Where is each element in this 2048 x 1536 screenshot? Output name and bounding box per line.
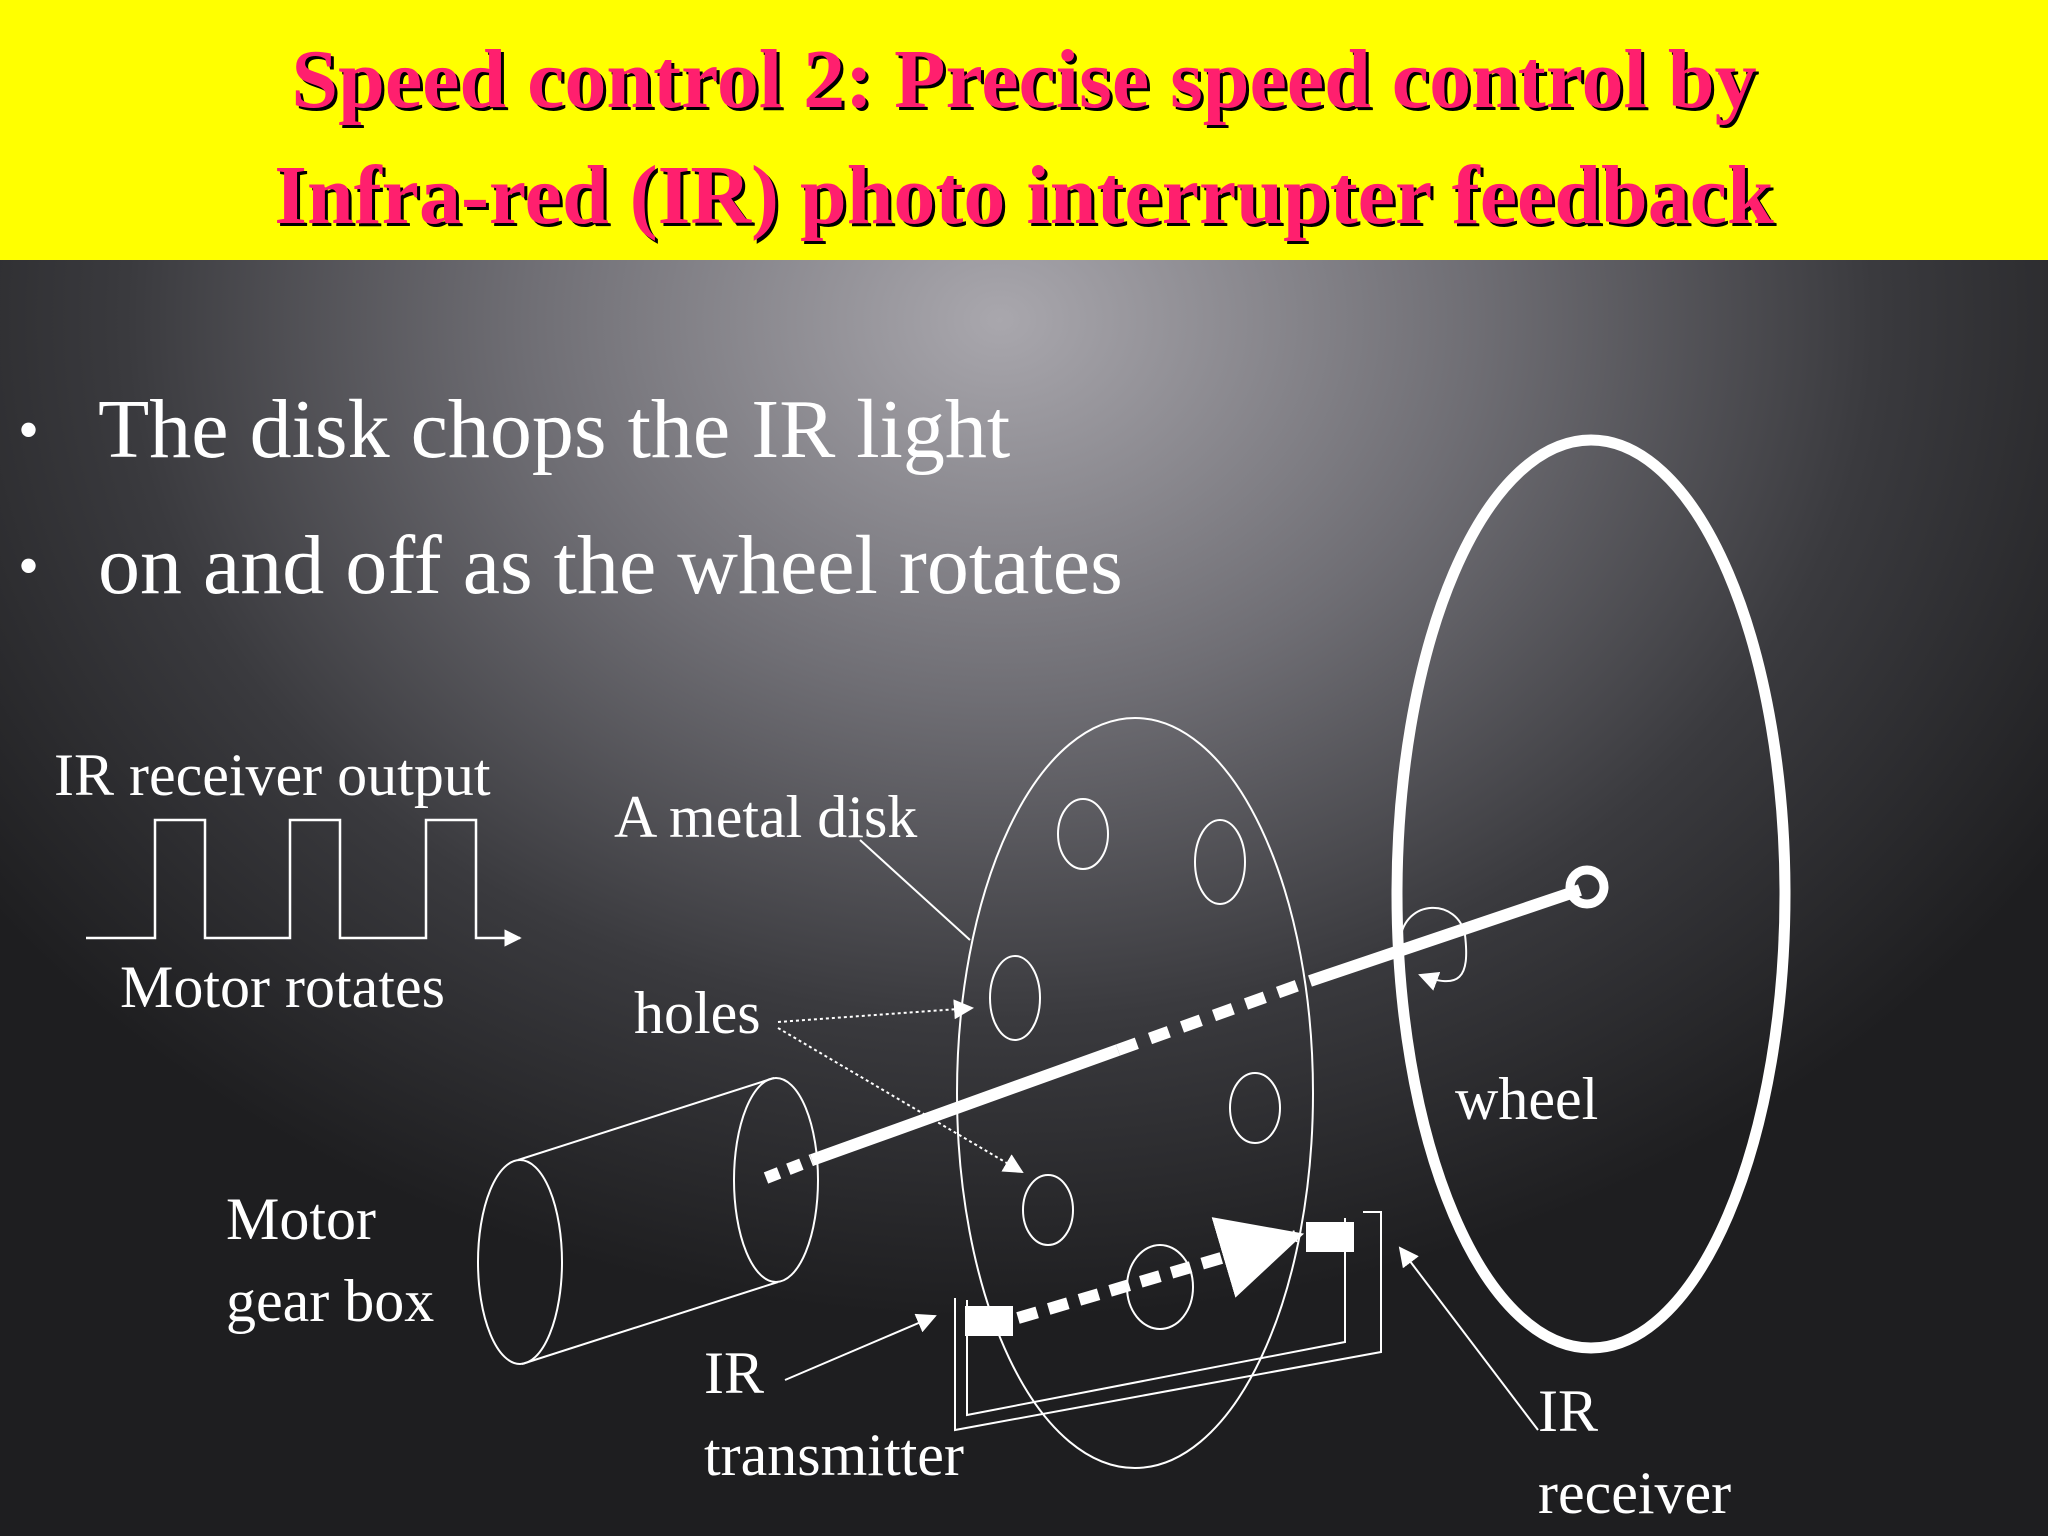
ir-transmitter-block xyxy=(965,1306,1013,1336)
slide-title-line-1: Speed control 2: Precise speed control b… xyxy=(291,33,1757,126)
bullet-item-2: • on and off as the wheel rotates xyxy=(18,518,1123,614)
holes-pointer-1 xyxy=(777,999,974,1023)
metal-disk-ellipse xyxy=(956,717,1314,1469)
wheel-label: wheel xyxy=(1455,1066,1599,1132)
ir-receiver-output-label: IR receiver output xyxy=(54,742,491,808)
bullet-text-1: The disk chops the IR light xyxy=(98,383,1011,476)
metal-disk-label: A metal disk xyxy=(614,784,918,850)
ir-transmitter-pointer xyxy=(784,1313,937,1381)
ir-receiver-label-line-1: IR xyxy=(1538,1378,1598,1444)
slide-title-line-2: Infra-red (IR) photo interrupter feedbac… xyxy=(274,149,1774,242)
title-bar: Speed control 2: Precise speed control b… xyxy=(0,0,2048,260)
motor-cylinder xyxy=(477,1077,819,1365)
ir-receiver-pointer xyxy=(1398,1246,1539,1431)
bullet-dot-icon: • xyxy=(18,533,40,599)
bullet-item-1: • The disk chops the IR light xyxy=(18,382,1010,478)
shaft-dashed-behind-disk xyxy=(1115,975,1313,1056)
wheel-ellipse xyxy=(1391,434,1791,1354)
shaft-dashed-inside-motor xyxy=(763,1154,815,1184)
disk-holes xyxy=(989,798,1281,1330)
shaft-solid-back xyxy=(1308,884,1582,987)
slide-content-background xyxy=(0,260,2048,1536)
shaft-solid-front xyxy=(809,1044,1121,1166)
ir-beam-arrow xyxy=(1016,1217,1305,1324)
ir-bracket xyxy=(954,1211,1382,1432)
ir-transmitter-label-line-1: IR xyxy=(704,1340,764,1406)
motor-label-line-1: Motor xyxy=(226,1186,376,1252)
motor-rotates-label: Motor rotates xyxy=(120,954,445,1020)
ir-output-square-wave xyxy=(86,818,522,947)
wheel-hub xyxy=(1565,865,1609,909)
ir-receiver-label-line-2: receiver xyxy=(1538,1460,1732,1526)
bullet-dot-icon: • xyxy=(18,397,40,463)
holes-pointer-2 xyxy=(777,1027,1024,1174)
motor-label-line-2: gear box xyxy=(226,1268,435,1334)
holes-label: holes xyxy=(634,980,761,1046)
bullet-text-2: on and off as the wheel rotates xyxy=(98,519,1123,612)
ir-transmitter-label-line-2: transmitter xyxy=(704,1422,964,1488)
ir-receiver-block xyxy=(1306,1222,1354,1252)
metal-disk-pointer xyxy=(859,839,971,941)
